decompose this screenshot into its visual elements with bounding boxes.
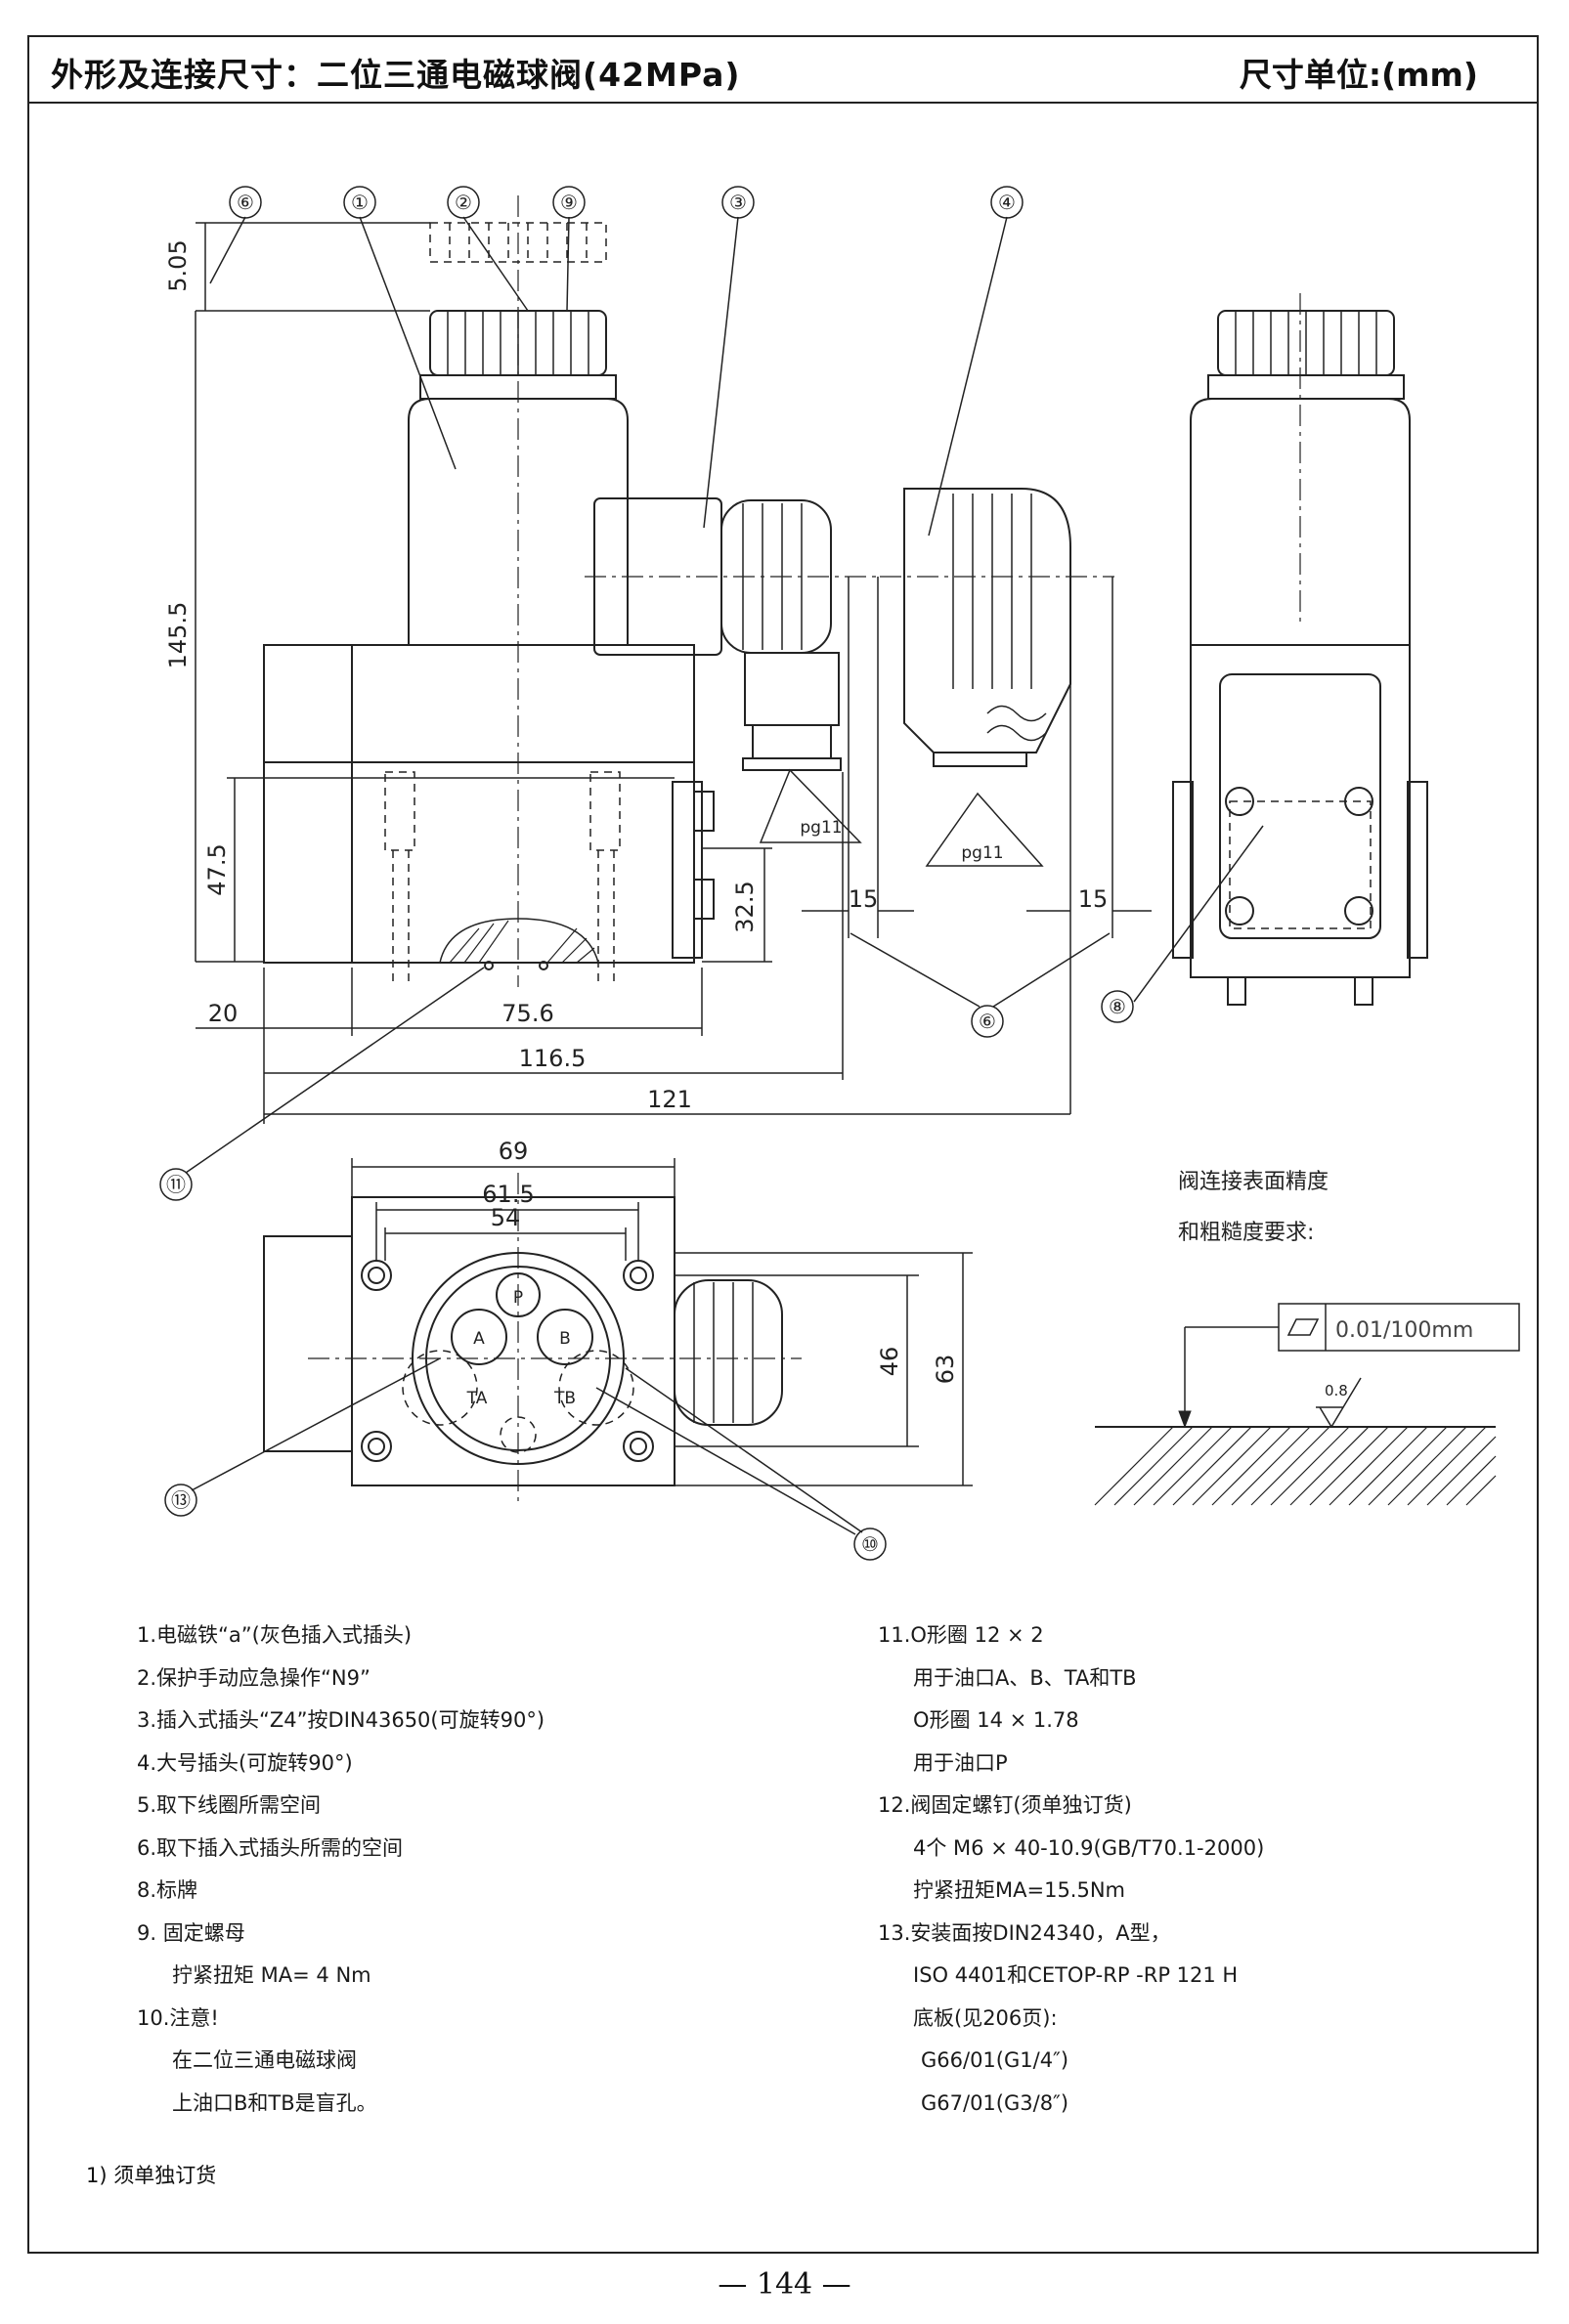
dim-145-5: 145.5 bbox=[164, 602, 192, 669]
plug-view bbox=[880, 488, 1114, 867]
footnote: 1) 须单独订货 bbox=[86, 2164, 217, 2187]
balloon-1: ① bbox=[351, 191, 369, 214]
pg11-label-plug: pg11 bbox=[961, 843, 1003, 863]
note-8: 8.标牌 bbox=[137, 1878, 198, 1902]
pg11-label-connector: pg11 bbox=[800, 818, 842, 838]
balloon-11: ⑪ bbox=[166, 1173, 186, 1196]
balloon-8: ⑧ bbox=[1109, 995, 1126, 1018]
dim-116-5: 116.5 bbox=[519, 1045, 587, 1072]
dim-121: 121 bbox=[647, 1086, 692, 1113]
balloon-9: ⑨ bbox=[560, 191, 578, 214]
note-1: 1.电磁铁“a”(灰色插入式插头) bbox=[137, 1623, 413, 1647]
balloon-4: ④ bbox=[998, 191, 1016, 214]
note-10-line1: 在二位三通电磁球阀 bbox=[172, 2048, 357, 2072]
note-11-oring-p: O形圈 14 × 1.78 bbox=[913, 1708, 1079, 1732]
port-a-label: A bbox=[473, 1329, 485, 1349]
note-6: 6.取下插入式插头所需的空间 bbox=[137, 1835, 404, 1860]
note-4: 4.大号插头(可旋转90°) bbox=[137, 1750, 353, 1775]
note-11-port-p: 用于油口P bbox=[913, 1750, 1008, 1775]
note-2: 2.保护手动应急操作“N9” bbox=[137, 1665, 370, 1690]
dim-15-right: 15 bbox=[1078, 885, 1109, 913]
dim-61-5: 61.5 bbox=[482, 1181, 534, 1208]
note-12: 12.阀固定螺钉(须单独订货) bbox=[878, 1793, 1132, 1817]
page-number: — 144 — bbox=[718, 2267, 851, 2302]
dim-46: 46 bbox=[876, 1347, 903, 1377]
balloon-3: ③ bbox=[729, 191, 747, 214]
dim-63: 63 bbox=[932, 1355, 959, 1385]
note-3: 3.插入式插头“Z4”按DIN43650(可旋转90°) bbox=[137, 1708, 545, 1732]
surface-note-line1: 阀连接表面精度 bbox=[1178, 1170, 1329, 1194]
side-view bbox=[263, 195, 880, 987]
note-12-torque: 拧紧扭矩MA=15.5Nm bbox=[913, 1878, 1126, 1902]
dim-54: 54 bbox=[491, 1204, 521, 1231]
header-bar: 外形及连接尺寸：二位三通电磁球阀(42MPa) 尺寸单位:(mm) bbox=[29, 37, 1537, 104]
top-view bbox=[263, 1173, 802, 1505]
dim-20: 20 bbox=[208, 1000, 239, 1027]
roughness-value: 0.8 bbox=[1325, 1382, 1348, 1399]
surface-hatching bbox=[1094, 1426, 1497, 1506]
balloon-13: ⑬ bbox=[171, 1488, 191, 1512]
notes-left: 1.电磁铁“a”(灰色插入式插头) 2.保护手动应急操作“N9” 3.插入式插头… bbox=[137, 1614, 545, 2125]
flatness-symbol-icon bbox=[1286, 1318, 1320, 1336]
unit-label: 尺寸单位:(mm) bbox=[1239, 56, 1478, 94]
note-9: 9. 固定螺母 bbox=[137, 1920, 245, 1945]
notes-right: 11.O形圈 12 × 2 用于油口A、B、TA和TB O形圈 14 × 1.7… bbox=[878, 1614, 1264, 2125]
surface-requirement: 阀连接表面精度 和粗糙度要求: 0.01/100mm 0.8 bbox=[1094, 1170, 1520, 1506]
note-13-iso: ISO 4401和CETOP-RP -RP 121 H bbox=[913, 1963, 1239, 1987]
note-13: 13.安装面按DIN24340，A型， bbox=[878, 1920, 1171, 1945]
port-b-label: B bbox=[559, 1329, 571, 1349]
port-tb-label: TB bbox=[553, 1389, 576, 1408]
dim-32-5: 32.5 bbox=[731, 881, 759, 932]
note-13-g67: G67/01(G3/8″) bbox=[921, 2090, 1069, 2115]
note-13-g66: G66/01(G1/4″) bbox=[921, 2048, 1069, 2072]
dim-75-6: 75.6 bbox=[501, 1000, 553, 1027]
note-11-ports: 用于油口A、B、TA和TB bbox=[913, 1665, 1137, 1690]
balloons bbox=[159, 186, 1134, 1561]
note-11: 11.O形圈 12 × 2 bbox=[878, 1623, 1044, 1647]
surface-note-line2: 和粗糙度要求: bbox=[1178, 1221, 1314, 1245]
flatness-tolerance: 0.01/100mm bbox=[1335, 1318, 1473, 1343]
note-10-line2: 上油口B和TB是盲孔。 bbox=[172, 2090, 377, 2115]
dim-69: 69 bbox=[499, 1138, 529, 1165]
note-9-torque: 拧紧扭矩 MA= 4 Nm bbox=[172, 1963, 371, 1987]
note-12-screws: 4个 M6 × 40-10.9(GB/T70.1-2000) bbox=[913, 1835, 1265, 1860]
page-title: 外形及连接尺寸：二位三通电磁球阀(42MPa) bbox=[51, 56, 741, 94]
dim-15-left: 15 bbox=[849, 885, 879, 913]
balloon-2: ② bbox=[455, 191, 472, 214]
end-view bbox=[1172, 293, 1428, 1006]
note-10: 10.注意! bbox=[137, 2005, 219, 2030]
balloon-6-bottom: ⑥ bbox=[979, 1010, 996, 1033]
port-ta-label: TA bbox=[466, 1389, 488, 1408]
page-frame: 外形及连接尺寸：二位三通电磁球阀(42MPa) 尺寸单位:(mm) bbox=[27, 35, 1539, 2254]
leader-lines bbox=[185, 216, 1264, 1535]
balloon-10: ⑩ bbox=[861, 1532, 879, 1556]
note-13-subplate: 底板(见206页): bbox=[913, 2005, 1058, 2030]
note-5: 5.取下线圈所需空间 bbox=[137, 1793, 322, 1817]
balloon-6-top: ⑥ bbox=[237, 191, 254, 214]
dim-5-05: 5.05 bbox=[164, 239, 192, 291]
dimensions bbox=[195, 222, 1152, 1486]
dim-47-5: 47.5 bbox=[203, 843, 231, 895]
port-p-label: P bbox=[513, 1288, 523, 1308]
